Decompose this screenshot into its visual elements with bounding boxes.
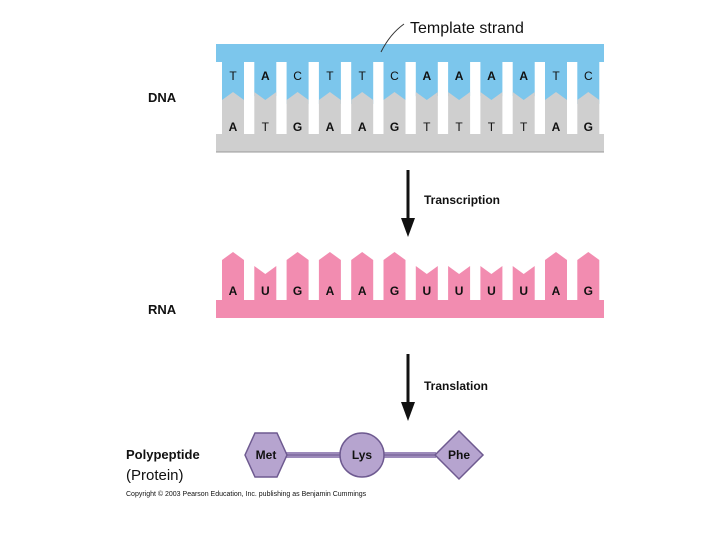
dna-template-base: [545, 62, 567, 104]
dna-template-base-letter: C: [390, 69, 399, 83]
dna-coding-base-letter: A: [358, 120, 367, 134]
dna-template-base-letter: C: [293, 69, 302, 83]
rna-base-letter: G: [293, 284, 302, 298]
rna-base-letter: A: [229, 284, 238, 298]
translation-arrow: [401, 354, 415, 421]
rna-base: [222, 252, 244, 300]
dna-template-base: [512, 62, 535, 104]
dna-coding-base: [286, 92, 309, 134]
dna-coding-base: [512, 92, 535, 134]
rna-label: RNA: [148, 302, 177, 317]
rna-base: [480, 266, 503, 300]
dna-coding-base: [351, 92, 374, 134]
dna-template-base-letter: A: [519, 69, 528, 83]
dna-template-base-letter: A: [422, 69, 431, 83]
dna-template-base: [351, 62, 374, 104]
rna-base: [512, 266, 535, 300]
rna-base: [318, 252, 341, 300]
dna-coding-base-letter: G: [293, 120, 302, 134]
transcription-label: Transcription: [424, 193, 500, 207]
dna-template-base: [415, 62, 438, 104]
dna-template-base-letter: A: [455, 69, 464, 83]
polypeptide-section: Met Lys Phe: [244, 429, 485, 481]
dna-coding-base: [222, 92, 244, 134]
polypeptide-label: Polypeptide: [126, 447, 200, 462]
rna-base: [351, 252, 374, 300]
template-strand-label: Template strand: [410, 20, 524, 37]
template-strand-pointer: [380, 23, 405, 53]
dna-template-base: [286, 62, 309, 104]
dna-template-base: [383, 62, 406, 104]
dna-template-base: [448, 62, 471, 104]
dna-template-base: [222, 62, 244, 104]
dna-template-base-letter: A: [487, 69, 496, 83]
amino-acid-phe: Phe: [448, 448, 470, 462]
dna-coding-base-letter: A: [229, 120, 238, 134]
rna-base-letter: G: [390, 284, 399, 298]
dna-template-base-letter: C: [584, 69, 593, 83]
amino-acid-met: Met: [256, 448, 277, 462]
dna-template-backbone: [216, 44, 604, 62]
dna-coding-base: [318, 92, 341, 134]
rna-base-letter: G: [584, 284, 593, 298]
amino-acid-met-hexagon: [244, 432, 288, 478]
dna-coding-base-letter: T: [488, 120, 496, 134]
translation-label: Translation: [424, 379, 488, 393]
dna-coding-base: [545, 92, 567, 134]
dna-template-base-letter: A: [261, 69, 270, 83]
dna-template-base-letter: T: [229, 69, 237, 83]
dna-template-base: [480, 62, 503, 104]
dna-coding-backbone: [216, 134, 604, 152]
dna-template-base: [577, 62, 600, 104]
dna-coding-base-letter: T: [262, 120, 270, 134]
dna-template-base-letter: T: [326, 69, 334, 83]
rna-base: [383, 252, 406, 300]
rna-base-letter: U: [455, 284, 464, 298]
dna-coding-base-letter: A: [326, 120, 335, 134]
dna-coding-base-letter: G: [584, 120, 593, 134]
dna-coding-base: [577, 92, 600, 134]
dna-coding-base: [415, 92, 438, 134]
protein-label: (Protein): [126, 467, 184, 484]
dna-coding-base-letter: A: [552, 120, 561, 134]
amino-acid-lys-circle: [339, 432, 385, 478]
dna-coding-base: [448, 92, 471, 134]
rna-base: [254, 266, 277, 300]
rna-backbone: [216, 300, 604, 318]
rna-base-letter: U: [261, 284, 270, 298]
rna-base-letter: U: [487, 284, 496, 298]
rna-base: [545, 252, 567, 300]
rna-base-letter: U: [422, 284, 431, 298]
dna-coding-base: [254, 92, 277, 134]
rna-base-letter: U: [519, 284, 528, 298]
rna-base-letter: A: [552, 284, 561, 298]
rna-base-letter: A: [358, 284, 367, 298]
dna-coding-base-letter: G: [390, 120, 399, 134]
amino-acid-lys: Lys: [352, 448, 373, 462]
dna-template-base-letter: T: [552, 69, 560, 83]
dna-coding-base: [383, 92, 406, 134]
dna-coding-base-letter: T: [520, 120, 528, 134]
dna-coding-base: [480, 92, 503, 134]
dna-template-base-letter: T: [359, 69, 367, 83]
dna-coding-base-letter: T: [423, 120, 431, 134]
dna-template-base: [254, 62, 277, 104]
transcription-arrow: [401, 170, 415, 237]
rna-base: [286, 252, 309, 300]
rna-base: [577, 252, 600, 300]
rna-base: [415, 266, 438, 300]
copyright-notice: Copyright © 2003 Pearson Education, Inc.…: [126, 490, 367, 498]
dna-coding-base-letter: T: [455, 120, 463, 134]
rna-base: [448, 266, 471, 300]
dna-label: DNA: [148, 90, 177, 105]
dna-section: T A C T T C A A A A T C A T G A A G T T T T A G: [216, 44, 604, 153]
dna-template-base: [318, 62, 341, 104]
amino-acid-phe-diamond: [433, 429, 485, 481]
rna-base-letter: A: [326, 284, 335, 298]
